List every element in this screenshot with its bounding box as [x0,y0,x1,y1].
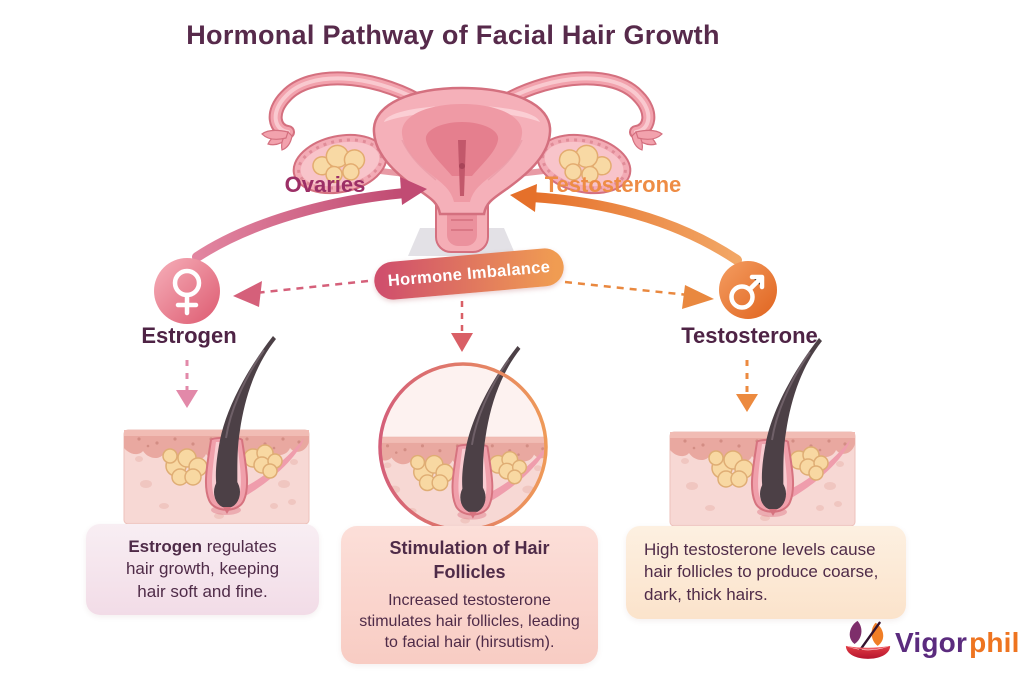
testosterone-info-box: High testosterone levels cause hair foll… [626,526,906,620]
uterus-ovaries-illustration [261,71,663,256]
stimulation-info-box: Stimulation of Hair Follicles Increased … [341,526,598,664]
cervix [435,187,489,253]
logo-text-secondary: phil [969,627,1020,658]
uterus-body [372,86,552,216]
stimulation-body: Increased testosterone stimulates hair f… [359,591,580,651]
follicle-testosterone-illustration [669,337,856,527]
logo-text-primary: Vigor [895,627,968,658]
imbalance-to-estrogen-arrow [233,279,369,307]
estrogen-info-lead: Estrogen [128,537,202,556]
testosterone-down-arrow [736,360,758,412]
estrogen-info-box: Estrogen regulates hair growth, keeping … [86,524,319,616]
vigorphil-logo-icon [845,620,891,659]
imbalance-to-follicle-arrow [451,301,473,352]
estrogen-node-label: Estrogen [141,323,237,348]
follicle-stimulation-illustration [378,344,548,532]
testosterone-arrow-label: Testosterone [544,172,682,197]
stimulation-heading: Stimulation of Hair Follicles [389,538,550,582]
female-gender-icon [154,258,220,324]
estrogen-down-arrow [176,360,198,408]
page-title: Hormonal Pathway of Facial Hair Growth [186,20,720,50]
hormone-imbalance-badge: Hormone Imbalance [372,246,566,302]
testosterone-info-text: High testosterone levels cause hair foll… [644,540,879,604]
testosterone-node-label: Testosterone [681,323,818,348]
male-gender-icon [719,261,777,319]
follicle-estrogen-illustration [123,335,310,525]
estrogen-info-text: regulates hair growth, keeping hair soft… [125,537,280,601]
imbalance-to-testosterone-arrow [564,280,714,309]
ovaries-label: Ovaries [284,172,366,197]
